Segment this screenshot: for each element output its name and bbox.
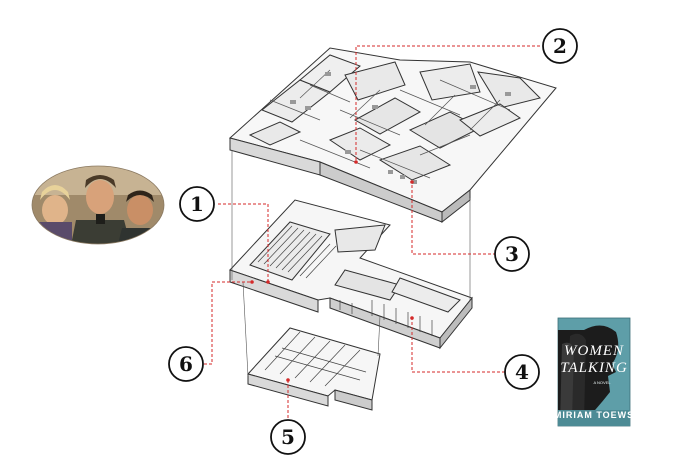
seating-rows	[257, 225, 337, 279]
marker-5: 5	[270, 419, 306, 455]
marker-3: 3	[494, 236, 530, 272]
svg-text:A NOVEL: A NOVEL	[593, 380, 611, 385]
svg-text:2: 2	[553, 34, 567, 58]
svg-text:5: 5	[281, 425, 295, 449]
svg-text:6: 6	[179, 352, 193, 376]
svg-text:MIRIAM TOEWS: MIRIAM TOEWS	[554, 410, 634, 420]
svg-text:WOMEN: WOMEN	[564, 343, 624, 359]
callout-points	[250, 160, 414, 382]
floor-alignment-lines	[231, 150, 471, 377]
film-still-oval	[31, 165, 165, 245]
marker-4: 4	[504, 354, 540, 390]
callout-leaders	[204, 45, 540, 428]
upper-floor-plan	[228, 47, 557, 224]
svg-text:3: 3	[505, 242, 519, 266]
svg-text:TALKING: TALKING	[560, 360, 628, 376]
marker-1: 1	[179, 186, 215, 222]
svg-text:1: 1	[190, 192, 204, 216]
lower-floor-plan	[247, 327, 381, 411]
marker-6: 6	[168, 346, 204, 382]
middle-floor-plan	[229, 199, 473, 350]
book-cover: WOMEN TALKING A NOVEL MIRIAM TOEWS	[554, 317, 634, 427]
svg-text:4: 4	[515, 360, 529, 384]
marker-2: 2	[542, 28, 578, 64]
